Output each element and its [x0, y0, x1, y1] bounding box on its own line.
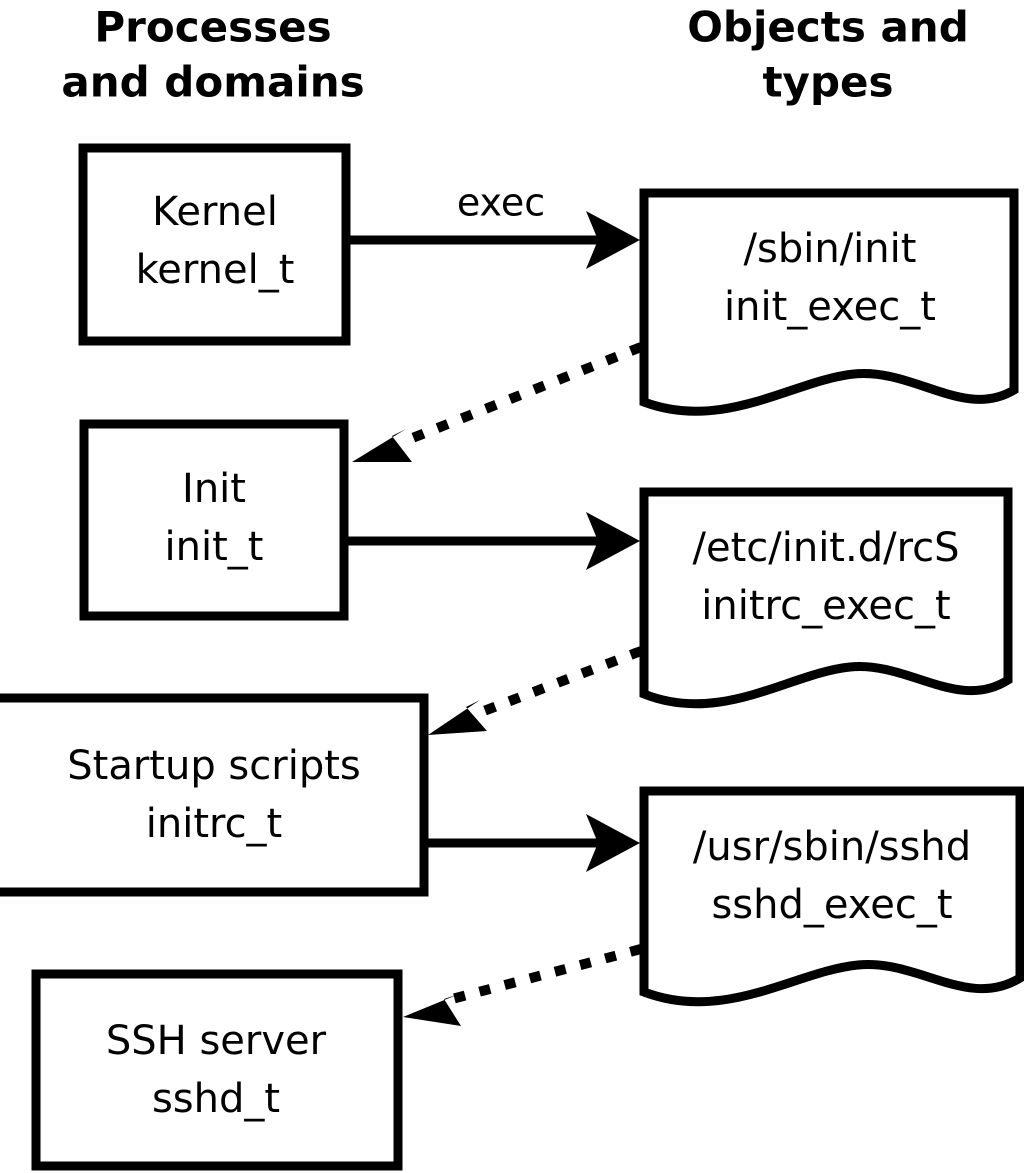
node-init-name: Init — [182, 466, 246, 512]
arrow-head-icon — [586, 814, 640, 872]
edge-label-exec: exec — [457, 181, 545, 225]
column-header-processes: Processes and domains — [61, 3, 364, 107]
edge-initrc-exec-to-initrc — [428, 646, 643, 735]
column-header-objects-line1: Objects and — [687, 3, 969, 52]
node-ssh-server[interactable]: SSH server sshd_t — [31, 969, 403, 1171]
column-header-objects-line2: types — [762, 58, 893, 107]
edge-kernel-exec-init: exec — [350, 181, 640, 269]
node-ssh-server-type: sshd_t — [152, 1076, 280, 1122]
edge-initrc-exec-sshd — [428, 814, 640, 872]
edge-line — [450, 944, 643, 1004]
edge-sshd-exec-to-sshd — [403, 944, 643, 1026]
node-startup-scripts[interactable]: Startup scripts initrc_t — [0, 693, 429, 897]
node-sshd-exec-type: sshd_exec_t — [711, 882, 952, 928]
edge-line — [474, 646, 643, 719]
node-initrc-exec-type: initrc_exec_t — [701, 583, 950, 629]
node-sshd-exec[interactable]: /usr/sbin/sshd sshd_exec_t — [639, 786, 1024, 1007]
node-sshd-exec-path: /usr/sbin/sshd — [693, 824, 971, 870]
arrow-head-icon — [428, 700, 487, 735]
node-startup-scripts-type: initrc_t — [146, 801, 283, 847]
node-kernel-box — [78, 143, 351, 346]
arrow-head-icon — [586, 211, 640, 269]
arrow-head-icon — [352, 429, 412, 462]
node-kernel-name: Kernel — [152, 189, 278, 235]
node-init-exec-type: init_exec_t — [724, 284, 936, 330]
node-kernel[interactable]: Kernel kernel_t — [78, 143, 351, 346]
node-startup-scripts-box — [0, 693, 429, 897]
node-init-type: init_t — [165, 524, 264, 570]
node-sshd-exec-document-shape — [639, 786, 1024, 1007]
node-initrc-exec-document-shape — [639, 487, 1013, 709]
edge-line — [398, 342, 643, 448]
column-header-objects: Objects and types — [687, 3, 969, 107]
node-init-exec-path: /sbin/init — [744, 226, 917, 272]
node-ssh-server-box — [31, 969, 403, 1171]
node-initrc-exec-path: /etc/init.d/rcS — [692, 525, 959, 571]
edge-init-exec-initrc — [348, 512, 640, 570]
node-init[interactable]: Init init_t — [79, 419, 349, 621]
node-init-box — [79, 419, 349, 621]
arrow-head-icon — [586, 512, 640, 570]
edge-init-exec-to-init — [352, 342, 643, 462]
node-init-exec[interactable]: /sbin/init init_exec_t — [639, 188, 1019, 416]
node-kernel-type: kernel_t — [136, 247, 295, 293]
node-init-exec-document-shape — [639, 188, 1019, 416]
node-startup-scripts-name: Startup scripts — [67, 743, 360, 789]
node-initrc-exec[interactable]: /etc/init.d/rcS initrc_exec_t — [639, 487, 1013, 709]
node-ssh-server-name: SSH server — [106, 1018, 327, 1064]
arrow-head-icon — [403, 994, 461, 1026]
column-header-processes-line2: and domains — [61, 58, 364, 107]
column-header-processes-line1: Processes — [94, 3, 331, 52]
